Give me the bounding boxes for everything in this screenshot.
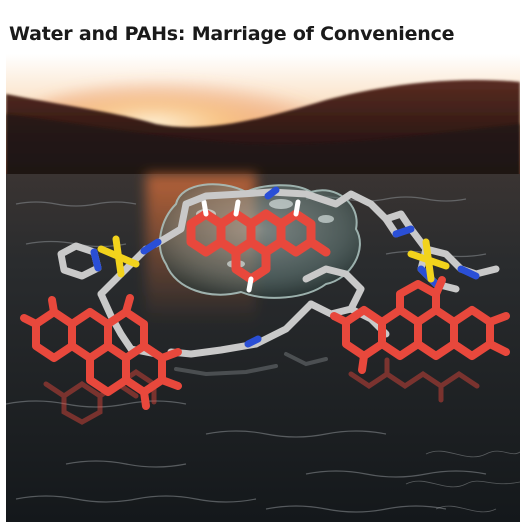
right-pah-molecule	[330, 276, 510, 374]
water-ripples	[6, 196, 487, 513]
right-pah-reflection	[348, 357, 480, 403]
left-pah-molecule	[20, 294, 182, 410]
molecular-cage-on-water-illustration	[6, 54, 520, 522]
cover-title: Water and PAHs: Marriage of Convenience	[9, 23, 455, 45]
left-pah-reflection	[43, 368, 157, 425]
title-bar: Water and PAHs: Marriage of Convenience	[0, 0, 526, 54]
cover-illustration	[6, 54, 520, 522]
metal-centers	[97, 235, 450, 283]
nitrogen-atoms	[90, 186, 480, 348]
